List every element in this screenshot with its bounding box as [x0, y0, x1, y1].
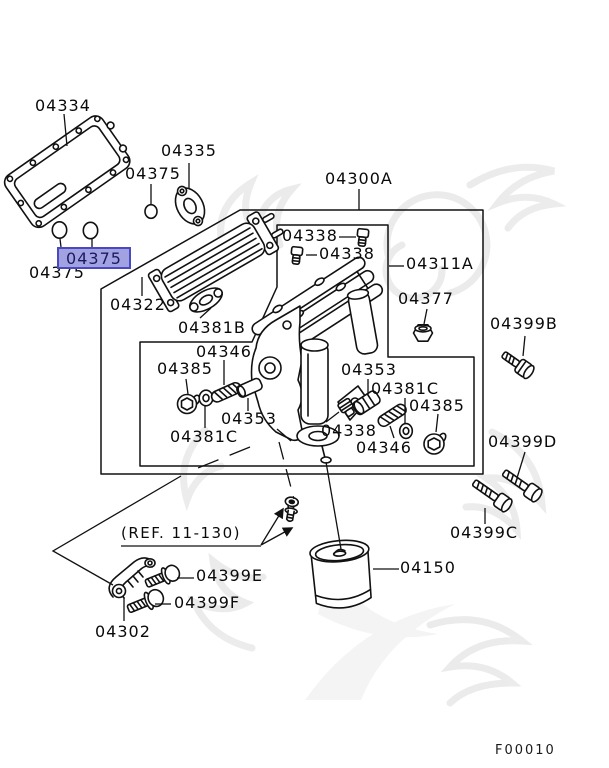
part-label-04353-right[interactable]: 04353: [341, 360, 397, 379]
part-label-04375-top[interactable]: 04375: [125, 164, 181, 183]
oil-cooler-04322-drawing: [147, 211, 284, 313]
selected-part-label[interactable]: 04375: [57, 247, 131, 269]
part-label-04334[interactable]: 04334: [35, 96, 91, 115]
part-label-04346-right[interactable]: 04346: [356, 438, 412, 457]
plug-04338-top-b: [290, 245, 304, 265]
spring-04346-left-drawing: [210, 381, 242, 403]
part-label-04399F[interactable]: 04399F: [174, 593, 241, 612]
part-label-04399E[interactable]: 04399E: [196, 566, 264, 585]
oil-filter-housing-drawing: [250, 256, 384, 464]
part-label-04385-left[interactable]: 04385: [157, 359, 213, 378]
parts-artwork: [3, 115, 543, 614]
part-label-04338-b[interactable]: 04338: [319, 244, 375, 263]
o-ring-04375-right: [82, 221, 99, 240]
gasket-04381B-drawing: [188, 287, 224, 313]
bolt-04399F-drawing: [126, 588, 165, 614]
bolt-04399D-drawing: [501, 469, 543, 503]
leader-lines: [51, 113, 526, 621]
bolt-04399C-drawing: [471, 479, 513, 513]
bolt-04399B-drawing: [501, 351, 535, 380]
part-label-04302[interactable]: 04302: [95, 622, 151, 641]
reference-note: (REF. 11-130): [121, 524, 241, 542]
part-label-04311A[interactable]: 04311A: [406, 254, 474, 273]
part-label-04338-c[interactable]: 04338: [321, 421, 377, 440]
part-label-04322[interactable]: 04322: [110, 295, 166, 314]
part-label-04381B[interactable]: 04381B: [178, 318, 246, 337]
plug-04385-right-drawing: [423, 432, 447, 455]
part-label-04346-left[interactable]: 04346: [196, 342, 252, 361]
part-label-04399D[interactable]: 04399D: [488, 432, 558, 451]
watermark: [180, 163, 567, 707]
plug-04338-top-a: [356, 227, 370, 247]
flange-04335-drawing: [174, 185, 206, 227]
washer-04381C-right-drawing: [398, 422, 414, 440]
assembly-boxes: [100, 209, 484, 475]
part-label-04335[interactable]: 04335: [161, 141, 217, 160]
o-ring-04375-left: [51, 221, 68, 240]
gasket-04334-drawing: [3, 115, 131, 229]
oil-filter-04150-drawing: [309, 539, 372, 609]
bracket-04302-drawing: [108, 557, 156, 599]
part-label-04385-right[interactable]: 04385: [409, 396, 465, 415]
valve-04353-left-drawing: [236, 377, 263, 398]
assembly-box-04300A: [100, 209, 484, 475]
figure-code: F00010: [495, 743, 556, 758]
part-label-04377[interactable]: 04377: [398, 289, 454, 308]
bolt-04399E-drawing: [144, 564, 181, 588]
stud-drawing: [284, 496, 300, 523]
part-label-04353-left[interactable]: 04353: [221, 409, 277, 428]
nut-04377-drawing: [412, 323, 434, 343]
part-label-04338-a[interactable]: 04338: [282, 226, 338, 245]
part-label-04399B[interactable]: 04399B: [490, 314, 558, 333]
union-04353-right-drawing: [352, 390, 381, 416]
part-label-04381C-right[interactable]: 04381C: [371, 379, 440, 398]
part-label-04150[interactable]: 04150: [400, 558, 456, 577]
part-label-04300A[interactable]: 04300A: [325, 169, 393, 188]
part-label-04381C-left[interactable]: 04381C: [170, 427, 239, 446]
subassembly-box-04311A: [139, 224, 475, 467]
washer-04381C-left-drawing: [198, 389, 214, 407]
plug-04338-bottom-drawing: [337, 397, 355, 418]
part-label-04399C[interactable]: 04399C: [450, 523, 519, 542]
o-ring-04375-top: [144, 203, 158, 220]
plug-04385-left-drawing: [176, 393, 201, 415]
